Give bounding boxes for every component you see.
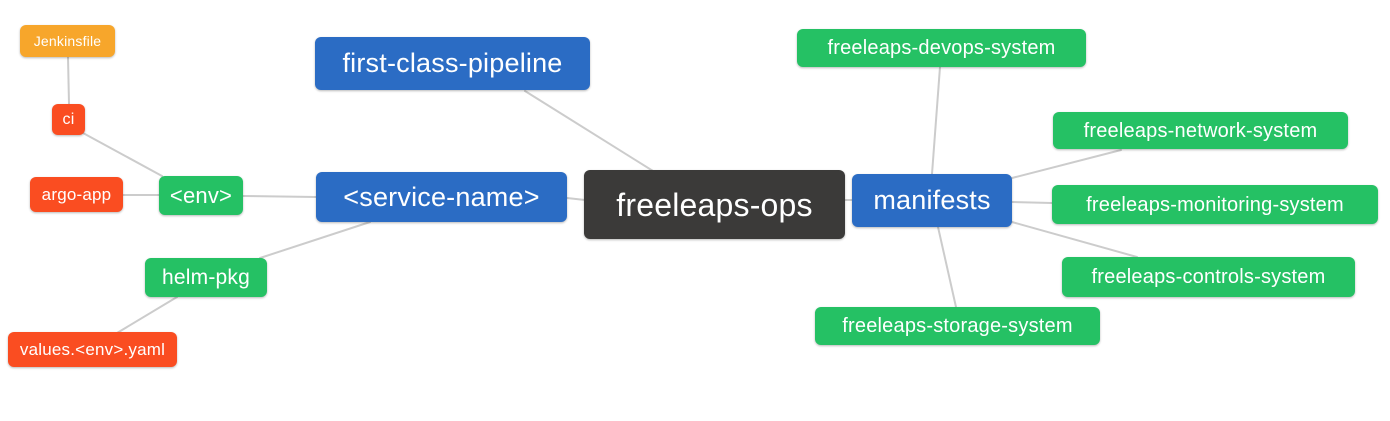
mindmap-node-argo-app[interactable]: argo-app bbox=[30, 177, 123, 212]
edge-manifests-devops-system bbox=[931, 66, 941, 175]
mindmap-node-service-name[interactable]: <service-name> bbox=[316, 172, 567, 222]
edge-jenkinsfile-ci bbox=[67, 56, 70, 105]
mindmap-node-storage-system[interactable]: freeleaps-storage-system bbox=[815, 307, 1100, 345]
edge-first-class-pipeline-freeleaps-ops bbox=[524, 90, 654, 172]
mindmap-node-first-class-pipeline[interactable]: first-class-pipeline bbox=[315, 37, 590, 90]
edge-env-service-name bbox=[242, 195, 317, 198]
mindmap-node-monitoring-system[interactable]: freeleaps-monitoring-system bbox=[1052, 185, 1378, 224]
edge-helm-pkg-values-env-yaml bbox=[116, 296, 178, 334]
mindmap-node-freeleaps-ops[interactable]: freeleaps-ops bbox=[584, 170, 845, 239]
mindmap-node-values-env-yaml[interactable]: values.<env>.yaml bbox=[8, 332, 177, 367]
mindmap-node-helm-pkg[interactable]: helm-pkg bbox=[145, 258, 267, 297]
mindmap-node-controls-system[interactable]: freeleaps-controls-system bbox=[1062, 257, 1355, 297]
mindmap-node-env[interactable]: <env> bbox=[159, 176, 243, 215]
mindmap-node-ci[interactable]: ci bbox=[52, 104, 85, 135]
edge-manifests-monitoring-system bbox=[1011, 201, 1053, 204]
mindmap-node-jenkinsfile[interactable]: Jenkinsfile bbox=[20, 25, 115, 57]
edge-manifests-network-system bbox=[1011, 149, 1122, 179]
mindmap-node-devops-system[interactable]: freeleaps-devops-system bbox=[797, 29, 1086, 67]
edge-manifests-controls-system bbox=[1011, 221, 1138, 258]
edge-service-name-freeleaps-ops bbox=[566, 197, 586, 201]
edge-service-name-helm-pkg bbox=[259, 221, 371, 259]
mindmap-node-manifests[interactable]: manifests bbox=[852, 174, 1012, 227]
edge-ci-env bbox=[82, 132, 163, 177]
edge-manifests-storage-system bbox=[937, 226, 957, 308]
mindmap-node-network-system[interactable]: freeleaps-network-system bbox=[1053, 112, 1348, 149]
